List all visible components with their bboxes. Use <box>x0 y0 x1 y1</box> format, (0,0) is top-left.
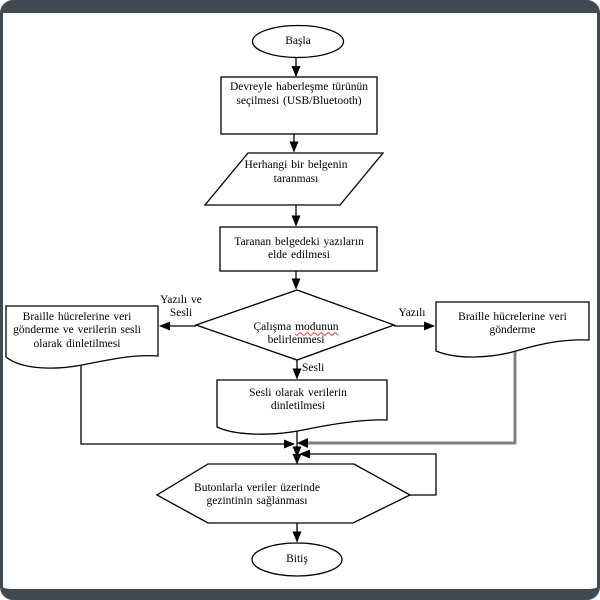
start-label: Başla <box>285 34 311 47</box>
select-comm-label: Devreyle haberleşme türünün seçilmesi (U… <box>229 81 369 107</box>
edge-label-audio: Sesli <box>302 362 325 375</box>
edge-label-written: Yazılı <box>398 307 426 320</box>
braille-audio-label: Braille hücrelerine veri gönderme ve ver… <box>13 310 141 350</box>
decision-misspelled-word: modunun <box>295 320 339 333</box>
braille-only-document <box>435 301 590 358</box>
merge-down-arrowhead-2 <box>292 454 302 465</box>
connector-left-doc-to-merge <box>80 366 295 449</box>
edge-label-written-and-audio: Yazılı ve Sesli <box>160 293 202 320</box>
navigate-hexagon-label: Butonlarla veriler üzerinde gezintinin s… <box>194 481 320 508</box>
audio-only-document <box>216 379 388 435</box>
audio-only-label: Sesli olarak verilerin dinletilmesi <box>249 386 347 413</box>
navigate-hexagon <box>155 463 412 524</box>
connector-right-doc-to-merge <box>308 352 517 445</box>
decision-label-line2: belirlenmesi <box>267 334 325 346</box>
merge-down-arrowhead-1 <box>292 446 302 457</box>
extract-text-label: Taranan belgedeki yazıların elde edilmes… <box>234 235 364 262</box>
start-terminator-shape <box>251 24 345 59</box>
scan-document-label: Herhangi bir belgenin taranması <box>244 159 348 185</box>
braille-only-label: Braille hücrelerine veri gönderme <box>458 310 567 337</box>
decision-label: Çalışma modunun belirlenmesi <box>216 304 376 349</box>
end-label: Bitiş <box>286 552 308 565</box>
connector-hexagon-loop <box>299 449 437 496</box>
scan-parallelogram <box>203 152 385 206</box>
braille-audio-document <box>5 305 159 369</box>
extract-text-rect <box>219 226 378 272</box>
decision-label-prefix: Çalışma <box>253 320 296 333</box>
select-comm-rect <box>220 76 378 135</box>
connector-right-doc-arrowhead <box>297 438 308 448</box>
end-terminator-shape <box>251 542 343 577</box>
